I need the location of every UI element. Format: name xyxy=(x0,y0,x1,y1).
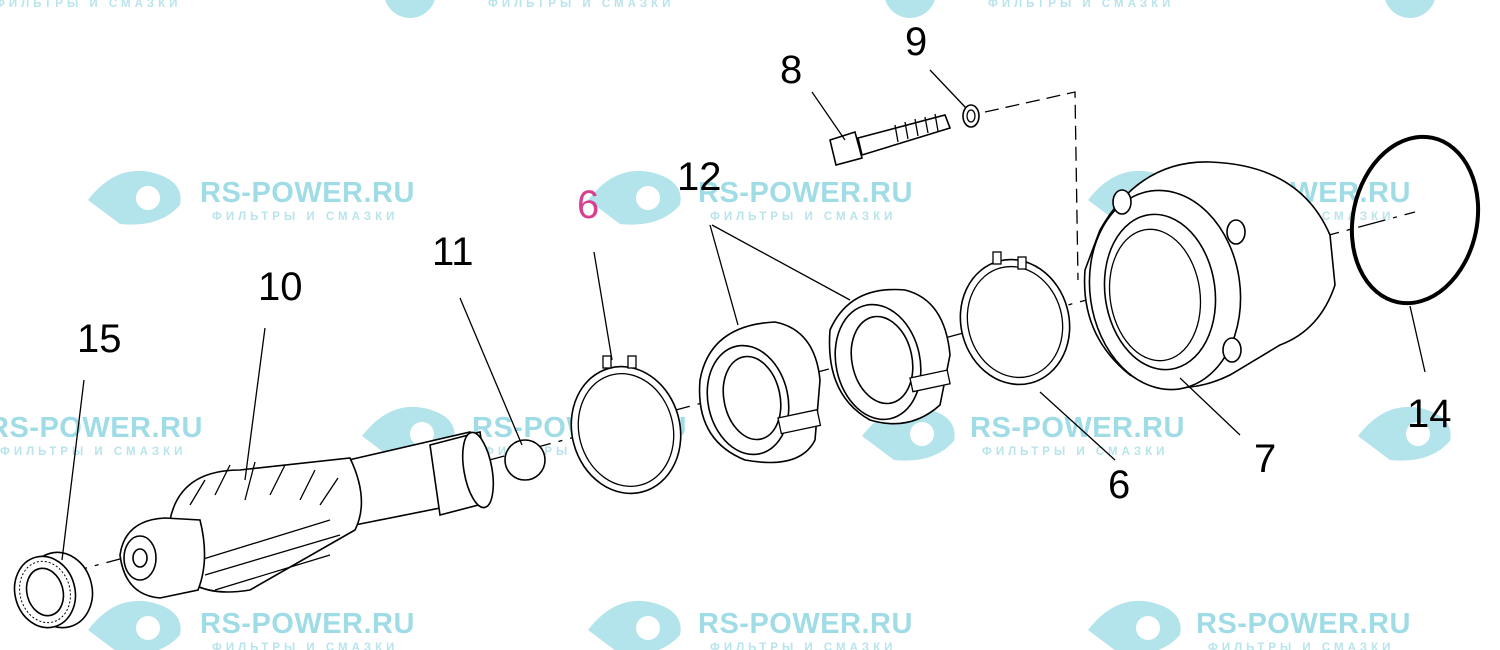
callout-10: 10 xyxy=(258,265,303,309)
part-ball xyxy=(504,439,546,481)
part-o-ring xyxy=(1349,134,1481,306)
callout-14: 14 xyxy=(1407,392,1452,436)
part-snap-ring-left xyxy=(570,355,682,495)
watermark-logo: RS-POWER.RU ФИЛЬТРЫ И СМАЗКИ xyxy=(88,170,415,225)
part-snap-ring-right xyxy=(959,251,1071,386)
part-bushing-left xyxy=(698,321,822,464)
callout-15: 15 xyxy=(77,317,122,361)
watermark-logo: ФИЛЬТРЫ И СМАЗКИ xyxy=(0,0,1435,18)
watermark-logo: RS-POWER.RU ФИЛЬТРЫ И СМАЗКИ xyxy=(588,600,913,650)
part-pinion-shaft xyxy=(119,431,495,599)
part-bushing-right xyxy=(828,288,951,425)
watermark-logo: RS-POWER.RU ФИЛЬТРЫ И СМАЗКИ xyxy=(862,406,1185,461)
callout-9: 9 xyxy=(905,20,927,64)
watermark-logo: RS-POWER.RU ФИЛЬТРЫ И СМАЗКИ xyxy=(1088,600,1411,650)
svg-text:ФИЛЬТРЫ И СМАЗКИ: ФИЛЬТРЫ И СМАЗКИ xyxy=(1208,642,1394,650)
svg-text:RS-POWER.RU: RS-POWER.RU xyxy=(200,177,415,209)
part-bearing xyxy=(13,551,94,629)
callout-labels: 8 9 12 6 11 10 15 6 7 14 xyxy=(77,20,1452,507)
svg-text:RS-POWER.RU: RS-POWER.RU xyxy=(1196,608,1411,640)
watermark-logo: RS-POWER.RU ФИЛЬТРЫ И СМАЗКИ xyxy=(588,170,913,225)
svg-text:RS-POWER.RU: RS-POWER.RU xyxy=(698,177,913,209)
part-bolt xyxy=(829,113,952,166)
svg-text:RS-POWER.RU: RS-POWER.RU xyxy=(970,412,1185,444)
svg-text:ФИЛЬТРЫ И СМАЗКИ: ФИЛЬТРЫ И СМАЗКИ xyxy=(488,0,674,10)
watermark-logo: RS-POWER.RU ФИЛЬТРЫ И СМАЗКИ xyxy=(88,600,415,650)
svg-text:ФИЛЬТРЫ И СМАЗКИ: ФИЛЬТРЫ И СМАЗКИ xyxy=(988,0,1174,10)
part-washer xyxy=(962,104,980,128)
svg-text:RS-POWER.RU: RS-POWER.RU xyxy=(200,608,415,640)
callout-11: 11 xyxy=(432,230,474,274)
callout-12: 12 xyxy=(677,155,722,199)
callout-6: 6 xyxy=(1108,463,1130,507)
watermark-logo: RS-POWER.RU ФИЛЬТРЫ И СМАЗКИ xyxy=(0,412,203,458)
leader-lines xyxy=(61,69,1426,561)
watermark-logo: ФИЛЬТРЫ И СМАЗКИ xyxy=(885,0,1174,18)
callout-7: 7 xyxy=(1254,437,1276,481)
svg-text:ФИЛЬТРЫ И СМАЗКИ: ФИЛЬТРЫ И СМАЗКИ xyxy=(982,446,1168,458)
assembly-dashed-line xyxy=(984,91,1079,281)
watermark-logo xyxy=(1358,406,1451,461)
svg-text:RS-POWER.RU: RS-POWER.RU xyxy=(0,412,203,444)
watermark-logo: ФИЛЬТРЫ И СМАЗКИ xyxy=(385,0,674,18)
svg-text:ФИЛЬТРЫ И СМАЗКИ: ФИЛЬТРЫ И СМАЗКИ xyxy=(0,446,186,458)
svg-text:ФИЛЬТРЫ И СМАЗКИ: ФИЛЬТРЫ И СМАЗКИ xyxy=(0,0,181,10)
svg-text:ФИЛЬТРЫ И СМАЗКИ: ФИЛЬТРЫ И СМАЗКИ xyxy=(710,642,896,650)
part-housing xyxy=(1083,161,1336,391)
callout-6-highlighted: 6 xyxy=(577,183,599,227)
svg-text:RS-POWER.RU: RS-POWER.RU xyxy=(698,608,913,640)
callout-8: 8 xyxy=(780,48,802,92)
svg-text:ФИЛЬТРЫ И СМАЗКИ: ФИЛЬТРЫ И СМАЗКИ xyxy=(710,211,896,223)
svg-text:ФИЛЬТРЫ И СМАЗКИ: ФИЛЬТРЫ И СМАЗКИ xyxy=(212,642,398,650)
svg-text:ФИЛЬТРЫ И СМАЗКИ: ФИЛЬТРЫ И СМАЗКИ xyxy=(212,211,398,223)
